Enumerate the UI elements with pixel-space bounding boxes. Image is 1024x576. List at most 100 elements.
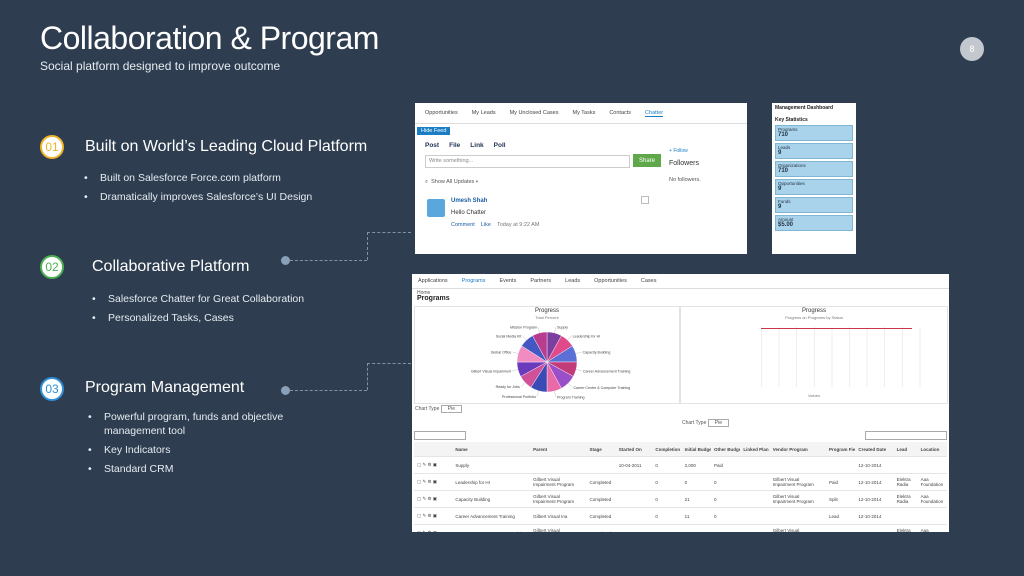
filter-dropdown[interactable]: ⌕ Show All Updates ▾: [425, 179, 479, 185]
row-action-icons[interactable]: ▢ ✎ ⚙ ▣: [417, 496, 438, 501]
post-action[interactable]: Post: [425, 142, 440, 149]
slide-subtitle: Social platform designed to improve outc…: [40, 59, 281, 73]
row-action-icons[interactable]: ▢ ✎ ⚙ ▣: [414, 530, 452, 532]
table-cell: Gilbert Visual Impairment Program: [772, 528, 800, 532]
row-action-icons[interactable]: ▢ ✎ ⚙ ▣: [417, 479, 438, 484]
tab-my-tasks[interactable]: My Tasks: [572, 110, 596, 116]
tab-chatter[interactable]: Chatter: [645, 109, 664, 117]
follow-button[interactable]: + Follow: [669, 148, 688, 154]
programs-table: Name Parent Stage Started On Completion …: [414, 442, 947, 532]
table-cell: Gilbert Visual Ina: [533, 513, 568, 519]
pie-leader-line: [520, 382, 526, 387]
programs-screenshot: Applications Programs Events Partners Le…: [412, 274, 949, 532]
table-cell: 0: [655, 496, 658, 502]
connector-line: [290, 390, 367, 391]
tab-my-unclosed-cases[interactable]: My Unclosed Cases: [509, 110, 559, 116]
row-action-icons[interactable]: ▢ ✎ ⚙ ▣: [417, 513, 438, 518]
pie-leader-line: [568, 383, 573, 388]
table-cell: Leadership for HI: [455, 479, 490, 485]
tab-applications[interactable]: Applications: [418, 278, 448, 284]
dashboard-title: Management Dashboard: [775, 105, 834, 111]
connector-line: [367, 363, 411, 364]
post-author[interactable]: Umesh Shah: [451, 198, 488, 204]
pie-label: Supply: [557, 326, 568, 330]
no-followers-text: No followers.: [669, 177, 701, 183]
dashboard-screenshot: Management Dashboard Key Statistics Prog…: [772, 103, 856, 254]
row-action-icons[interactable]: ▢ ✎ ⚙ ▣: [417, 462, 438, 467]
pie-leader-line: [576, 369, 582, 372]
tab-contacts[interactable]: Contacts: [609, 110, 632, 116]
bar-subtitle: Progress on Programs by Status: [785, 315, 843, 320]
like-link[interactable]: Like: [480, 222, 491, 228]
tab-leads[interactable]: Leads: [565, 278, 581, 284]
pie-title: Progress: [534, 308, 559, 314]
link-action[interactable]: Link: [470, 142, 484, 149]
view-select[interactable]: [414, 430, 466, 440]
chart-type-select[interactable]: Pie: [440, 405, 462, 413]
table-cell: 0: [684, 479, 688, 485]
bullet-item: Built on Salesforce Force.com platform: [82, 171, 362, 185]
breadcrumb[interactable]: Home: [417, 290, 431, 296]
table-cell: Completed: [589, 479, 612, 485]
stat-box[interactable]: Amount$5.00: [775, 215, 853, 231]
tab-my-leads[interactable]: My Leads: [471, 110, 496, 116]
connector-dot: [281, 386, 290, 395]
pie-label: Capacity Building: [583, 350, 611, 354]
tab-cases[interactable]: Cases: [640, 278, 657, 284]
table-cell: 12-10-2014: [858, 496, 882, 502]
pie-leader-line: [512, 351, 519, 354]
table-cell: 0: [655, 513, 658, 519]
comment-link[interactable]: Comment: [451, 222, 475, 228]
pie-label: Program Training: [557, 395, 585, 399]
table-cell: 0: [714, 479, 717, 485]
tab-opportunities[interactable]: Opportunities: [425, 110, 458, 116]
pie-label: Professional Portfolio: [502, 395, 536, 399]
tab-programs[interactable]: Programs: [461, 278, 486, 284]
pie-label: Social Media Kit: [496, 334, 522, 338]
tab-events[interactable]: Events: [499, 278, 517, 284]
post-text: Hello Chatter: [451, 210, 487, 216]
table-cell: 0: [652, 531, 681, 533]
table-cell: Split: [828, 496, 838, 502]
post-input[interactable]: Write something...: [425, 155, 630, 168]
bullet-item: Standard CRM: [86, 462, 306, 476]
pie-leader-line: [512, 369, 518, 372]
section-bullets: Powerful program, funds and objective ma…: [86, 410, 306, 481]
share-button[interactable]: Share: [633, 154, 661, 167]
post-menu-icon[interactable]: [641, 196, 649, 204]
tab-opportunities[interactable]: Opportunities: [594, 278, 627, 284]
hide-feed-button[interactable]: Hide Feed: [417, 127, 451, 135]
poll-action[interactable]: Poll: [493, 142, 506, 149]
filter-input[interactable]: [865, 430, 947, 440]
table-cell: 11: [684, 513, 690, 519]
bar-title: Progress: [801, 308, 826, 314]
table-cell: 12-10-2014: [855, 531, 893, 533]
file-action[interactable]: File: [449, 142, 461, 149]
table-cell: 2,000: [684, 462, 696, 468]
table-cell: Paid: [828, 479, 838, 485]
page-title: Programs: [417, 295, 450, 302]
tab-partners[interactable]: Partners: [530, 278, 552, 284]
table-cell: 0: [655, 462, 658, 468]
pie-label: Career Advancement Training: [583, 369, 631, 373]
chart-type-label: Chart Type Pie: [682, 419, 729, 427]
pie-subtitle: Total Percent: [535, 315, 559, 320]
pie-label: Mission Program: [510, 326, 537, 330]
bullet-item: Dramatically improves Salesforce’s UI De…: [82, 190, 362, 204]
table-row[interactable]: ▢ ✎ ⚙ ▣Career Centre & Computer Training…: [414, 525, 947, 532]
table-cell: Aaa Foundation: [920, 494, 944, 504]
bullet-item: Powerful program, funds and objective ma…: [86, 410, 306, 438]
chart-type-select[interactable]: Pie: [707, 419, 729, 427]
connector-line: [367, 232, 368, 260]
